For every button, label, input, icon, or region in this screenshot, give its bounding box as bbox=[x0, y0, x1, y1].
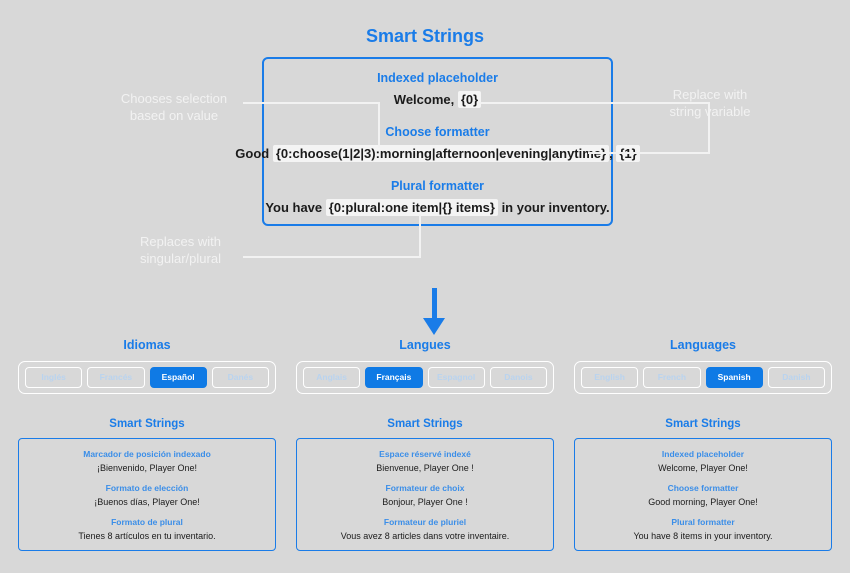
card-title: Smart Strings bbox=[109, 418, 185, 430]
language-pill-espanol[interactable]: Español bbox=[149, 367, 207, 388]
card-row-value: ¡Bienvenido, Player One! bbox=[96, 463, 198, 473]
language-pill-danish[interactable]: Danish bbox=[767, 367, 825, 388]
card-row: Marcador de posición indexado ¡Bienvenid… bbox=[25, 449, 269, 473]
card-row-label: Formateur de pluriel bbox=[383, 517, 467, 527]
language-column-english: Languages English French Spanish Danish … bbox=[574, 338, 832, 551]
language-pill-spanish[interactable]: Spanish bbox=[705, 367, 763, 388]
language-selector[interactable]: English French Spanish Danish bbox=[574, 361, 832, 394]
card-row: Formato de plural Tienes 8 artículos en … bbox=[25, 517, 269, 541]
language-pill-francais[interactable]: Français bbox=[365, 367, 423, 388]
card-row-label: Formato de elección bbox=[105, 483, 189, 493]
plural-formatter-label: Plural formatter bbox=[390, 179, 485, 193]
card-row-value: Vous avez 8 articles dans votre inventai… bbox=[340, 531, 510, 541]
language-column-french: Langues Anglais Français Espagnol Danois… bbox=[296, 338, 554, 551]
language-column-spanish: Idiomas Inglés Francés Español Danés Sma… bbox=[18, 338, 276, 551]
leader-line-plural-horizontal bbox=[243, 256, 421, 258]
column-heading: Languages bbox=[670, 338, 736, 352]
result-card-spanish: Marcador de posición indexado ¡Bienvenid… bbox=[18, 438, 276, 551]
language-pill-ingles[interactable]: Inglés bbox=[25, 367, 83, 388]
card-row: Formateur de choix Bonjour, Player One ! bbox=[303, 483, 547, 507]
result-card-french: Espace réservé indexé Bienvenue, Player … bbox=[296, 438, 554, 551]
choose-formatter-label: Choose formatter bbox=[385, 125, 490, 139]
language-pill-danes[interactable]: Danés bbox=[211, 367, 269, 388]
card-row: Choose formatter Good morning, Player On… bbox=[581, 483, 825, 507]
card-row: Formateur de pluriel Vous avez 8 article… bbox=[303, 517, 547, 541]
language-pill-french[interactable]: French bbox=[643, 367, 701, 388]
card-row-value: Welcome, Player One! bbox=[658, 463, 748, 473]
language-pill-anglais[interactable]: Anglais bbox=[303, 367, 361, 388]
leader-line-plural-vertical bbox=[419, 214, 421, 258]
leader-line-choose-horizontal bbox=[243, 102, 380, 104]
card-title: Smart Strings bbox=[665, 418, 741, 430]
card-row-label: Espace réservé indexé bbox=[379, 449, 471, 459]
flow-arrow-shaft bbox=[432, 288, 437, 322]
language-pill-frances[interactable]: Francés bbox=[87, 367, 145, 388]
indexed-placeholder-sample: Welcome, {0} bbox=[204, 91, 671, 108]
plural-token: {0:plural:one item|{} items} bbox=[325, 199, 498, 216]
sample-prefix: You have bbox=[265, 200, 326, 215]
sample-prefix: Good bbox=[235, 146, 273, 161]
card-row: Espace réservé indexé Bienvenue, Player … bbox=[303, 449, 547, 473]
sample-prefix: Welcome, bbox=[393, 92, 458, 107]
indexed-placeholder-label: Indexed placeholder bbox=[377, 71, 498, 85]
card-row-value: Bonjour, Player One ! bbox=[382, 497, 468, 507]
card-row-label: Plural formatter bbox=[671, 517, 735, 527]
choose-token: {0:choose(1|2|3):morning|afternoon|eveni… bbox=[272, 145, 610, 162]
card-row-value: Bienvenue, Player One ! bbox=[376, 463, 474, 473]
leader-line-variable-bottom bbox=[588, 152, 710, 154]
leader-line-variable-vertical bbox=[708, 102, 710, 154]
smart-strings-panel: Indexed placeholder Welcome, {0} Choose … bbox=[235, 57, 640, 226]
localization-examples: Idiomas Inglés Francés Español Danés Sma… bbox=[0, 338, 850, 551]
annotation-replaces-singular-plural: Replaces with singular/plural bbox=[140, 234, 221, 266]
language-selector[interactable]: Inglés Francés Español Danés bbox=[18, 361, 276, 394]
column-heading: Langues bbox=[399, 338, 451, 352]
flow-arrow-icon bbox=[423, 318, 445, 335]
card-row-label: Formateur de choix bbox=[385, 483, 465, 493]
card-row-label: Marcador de posición indexado bbox=[83, 449, 211, 459]
annotation-chooses-selection: Chooses selection based on value bbox=[120, 91, 228, 123]
result-card-english: Indexed placeholder Welcome, Player One!… bbox=[574, 438, 832, 551]
card-row-label: Choose formatter bbox=[667, 483, 739, 493]
card-row: Indexed placeholder Welcome, Player One! bbox=[581, 449, 825, 473]
language-selector[interactable]: Anglais Français Espagnol Danois bbox=[296, 361, 554, 394]
leader-line-variable-top bbox=[478, 102, 710, 104]
language-pill-danois[interactable]: Danois bbox=[489, 367, 547, 388]
sample-suffix: in your inventory. bbox=[497, 200, 610, 215]
card-row-value: ¡Buenos días, Player One! bbox=[94, 497, 200, 507]
card-row-label: Indexed placeholder bbox=[661, 449, 745, 459]
card-row: Formato de elección ¡Buenos días, Player… bbox=[25, 483, 269, 507]
annotation-replace-with-string-variable: Replace with string variable bbox=[669, 87, 751, 119]
card-row-value: You have 8 items in your inventory. bbox=[633, 531, 773, 541]
placeholder-token-0: {0} bbox=[457, 91, 482, 108]
card-row-value: Tienes 8 artículos en tu inventario. bbox=[78, 531, 216, 541]
language-pill-espagnol[interactable]: Espagnol bbox=[427, 367, 485, 388]
leader-line-choose-vertical bbox=[378, 102, 380, 148]
card-row-label: Formato de plural bbox=[111, 517, 183, 527]
page-title: Smart Strings bbox=[365, 26, 485, 46]
card-row-value: Good morning, Player One! bbox=[648, 497, 758, 507]
card-row: Plural formatter You have 8 items in you… bbox=[581, 517, 825, 541]
card-title: Smart Strings bbox=[387, 418, 463, 430]
plural-formatter-sample: You have {0:plural:one item|{} items} in… bbox=[204, 199, 671, 216]
column-heading: Idiomas bbox=[123, 338, 171, 352]
language-pill-english[interactable]: English bbox=[581, 367, 639, 388]
